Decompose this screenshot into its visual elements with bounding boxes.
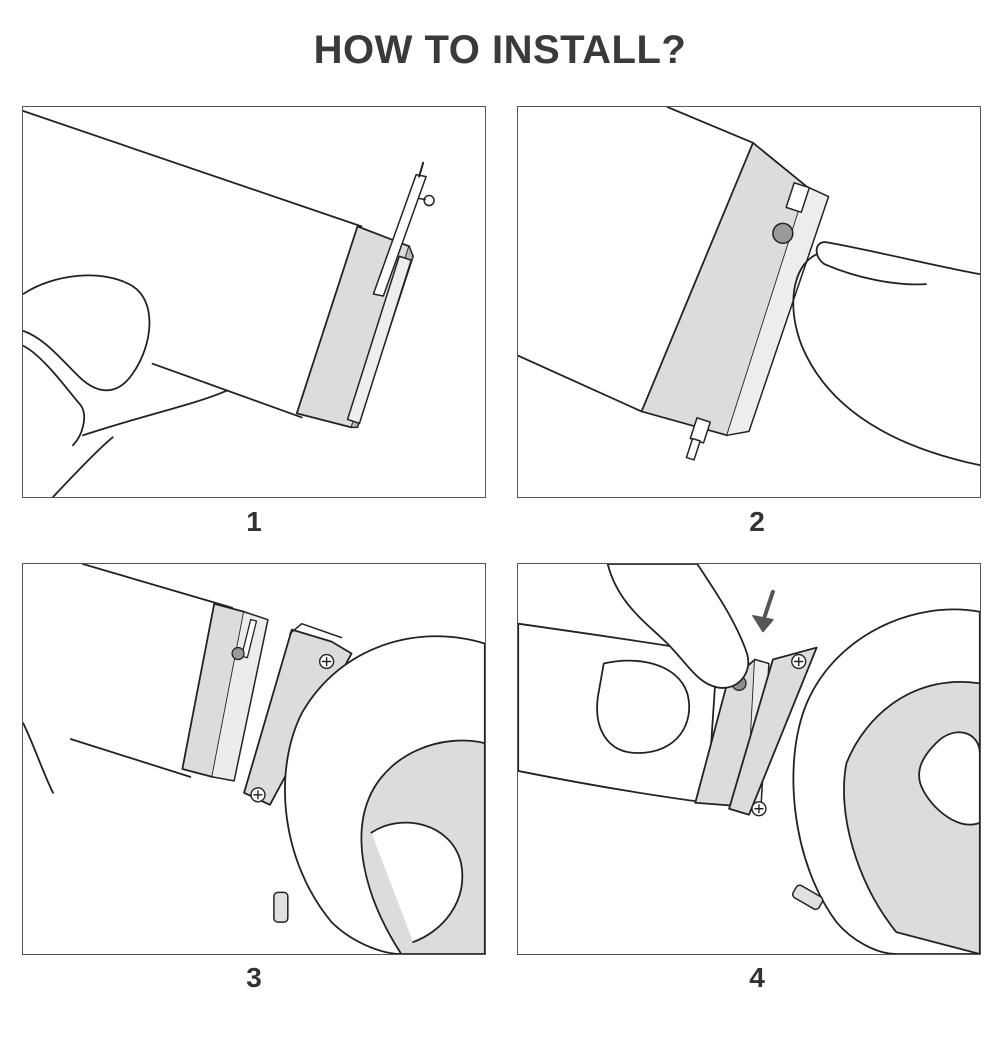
step-3-illustration (22, 563, 486, 955)
pin-press-drawing (518, 107, 980, 467)
pin-knob-icon (772, 222, 794, 245)
page-title: HOW TO INSTALL? (313, 28, 687, 72)
step-1-illustration (22, 106, 486, 498)
pin-lock-drawing (518, 564, 980, 954)
strap-hold-drawing (23, 110, 435, 497)
step-4-illustration (517, 563, 981, 955)
step-number-1: 1 (246, 506, 262, 537)
step-number-4: 4 (749, 962, 765, 993)
step-number-3: 3 (246, 962, 262, 993)
step-number-2: 2 (749, 506, 765, 537)
strap-to-watch-drawing (23, 564, 485, 954)
step-2-illustration (517, 106, 981, 498)
pin-knob-icon (423, 194, 435, 207)
arrow-down-icon (760, 589, 775, 624)
pin-knob-icon (231, 646, 245, 661)
